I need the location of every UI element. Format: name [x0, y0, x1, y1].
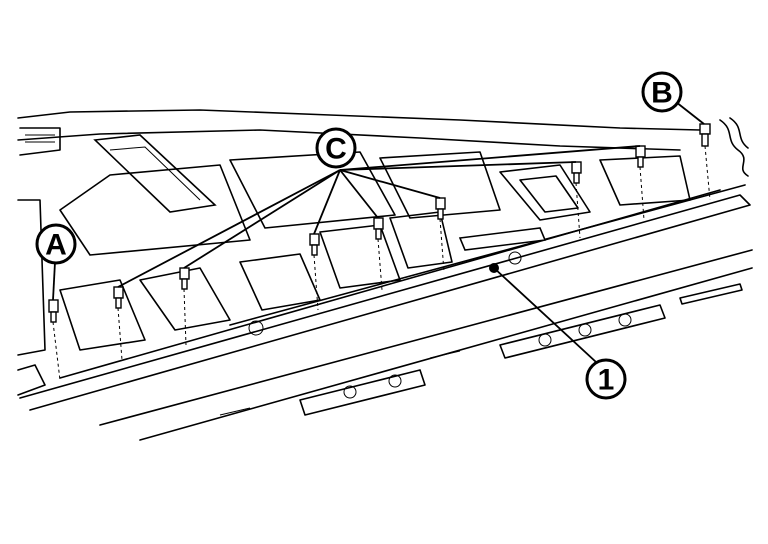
leader-lines — [52, 101, 705, 363]
bolt-group — [48, 123, 711, 381]
callout-a: A — [35, 223, 77, 265]
callout-b: B — [641, 71, 683, 113]
bolt-icon — [635, 145, 646, 221]
bolt-icon — [309, 233, 320, 311]
callout-b-label: B — [651, 77, 673, 110]
bolt-icon — [113, 286, 124, 361]
bolt-icon — [435, 197, 446, 273]
part-marker-dot-icon — [489, 263, 499, 273]
callout-c: C — [315, 127, 357, 169]
bolt-icon — [699, 123, 711, 201]
bolt-icon — [179, 267, 190, 346]
callout-a-label: A — [45, 229, 67, 262]
callout-c-label: C — [325, 133, 347, 166]
bolt-icon — [48, 299, 61, 381]
bolt-icon — [373, 217, 384, 291]
bolt-icon — [571, 161, 582, 239]
callout-1: 1 — [585, 358, 627, 400]
callout-1-label: 1 — [598, 364, 615, 397]
